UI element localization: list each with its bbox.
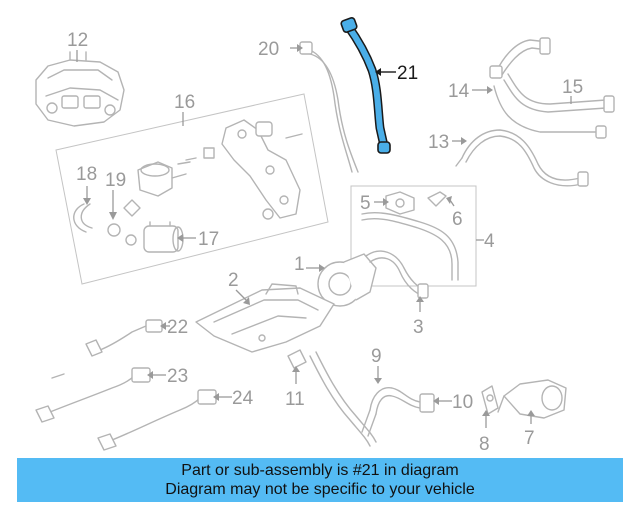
arrow-1	[319, 264, 325, 272]
callout-15: 15	[562, 77, 583, 98]
arrow-22	[160, 322, 166, 330]
part-22-drawing	[85, 319, 163, 357]
arrow-8	[482, 410, 490, 416]
callout-13: 13	[428, 132, 449, 153]
callout-11: 11	[285, 389, 305, 410]
caption-banner: Part or sub-assembly is #21 in diagram D…	[17, 458, 623, 502]
arrow-20	[297, 44, 303, 52]
part-23-drawing	[35, 367, 151, 423]
arrow-5	[383, 198, 389, 206]
callout-9: 9	[371, 346, 382, 367]
part-4-box	[350, 185, 477, 287]
part-20-drawing	[299, 41, 359, 173]
callout-24: 24	[232, 388, 254, 409]
lead-2	[235, 289, 247, 301]
callout-12: 12	[67, 30, 88, 51]
callout-23: 23	[167, 366, 188, 387]
part-16-bracket	[177, 119, 303, 220]
part-7-8-drawing	[481, 379, 567, 419]
callout-20: 20	[258, 39, 279, 60]
callout-8: 8	[479, 434, 490, 455]
caption-line-2: Diagram may not be specific to your vehi…	[165, 481, 475, 498]
callout-17: 17	[198, 229, 219, 250]
part-14-15-drawing	[489, 37, 615, 139]
arrow-10	[433, 397, 439, 405]
part-13-drawing	[455, 129, 589, 187]
callout-21: 21	[397, 63, 418, 84]
callout-10: 10	[452, 392, 473, 413]
callout-14: 14	[448, 81, 470, 102]
arrow-13	[461, 137, 467, 145]
callout-16: 16	[174, 92, 195, 113]
callout-3: 3	[413, 317, 424, 338]
callout-2: 2	[228, 270, 239, 291]
arrow-19	[109, 212, 117, 220]
arrow-9	[374, 378, 382, 384]
arrow-21	[375, 68, 381, 76]
callout-22: 22	[167, 317, 188, 338]
arrow-3	[416, 296, 424, 302]
part-12-drawing	[35, 51, 125, 127]
callout-1: 1	[294, 254, 305, 275]
part-2-drawing	[195, 283, 335, 353]
caption-line-1: Part or sub-assembly is #21 in diagram	[181, 462, 459, 479]
arrow-23	[147, 371, 153, 379]
part-24-drawing	[97, 389, 217, 451]
arrow-18	[83, 198, 91, 205]
arrow-11	[292, 366, 300, 372]
callout-6: 6	[452, 209, 463, 230]
arrow-6	[446, 196, 452, 204]
part-1-drawing	[317, 250, 429, 307]
arrow-17	[177, 234, 183, 242]
part-18-drawing	[73, 203, 93, 233]
part-21-drawing	[340, 17, 391, 154]
arrow-14	[487, 86, 493, 94]
callout-18: 18	[76, 164, 97, 185]
callout-19: 19	[105, 170, 126, 191]
part-9-10-drawing	[361, 387, 435, 437]
part-17-drawing	[143, 221, 184, 253]
callout-5: 5	[360, 193, 371, 214]
callout-7: 7	[524, 428, 535, 449]
callout-4: 4	[484, 231, 495, 252]
arrow-24	[213, 393, 219, 401]
part-19-drawing	[107, 161, 187, 246]
part-16-panel	[55, 93, 329, 285]
arrow-2	[243, 297, 250, 305]
part-11-drawing	[287, 349, 377, 447]
arrow-7	[527, 410, 535, 416]
